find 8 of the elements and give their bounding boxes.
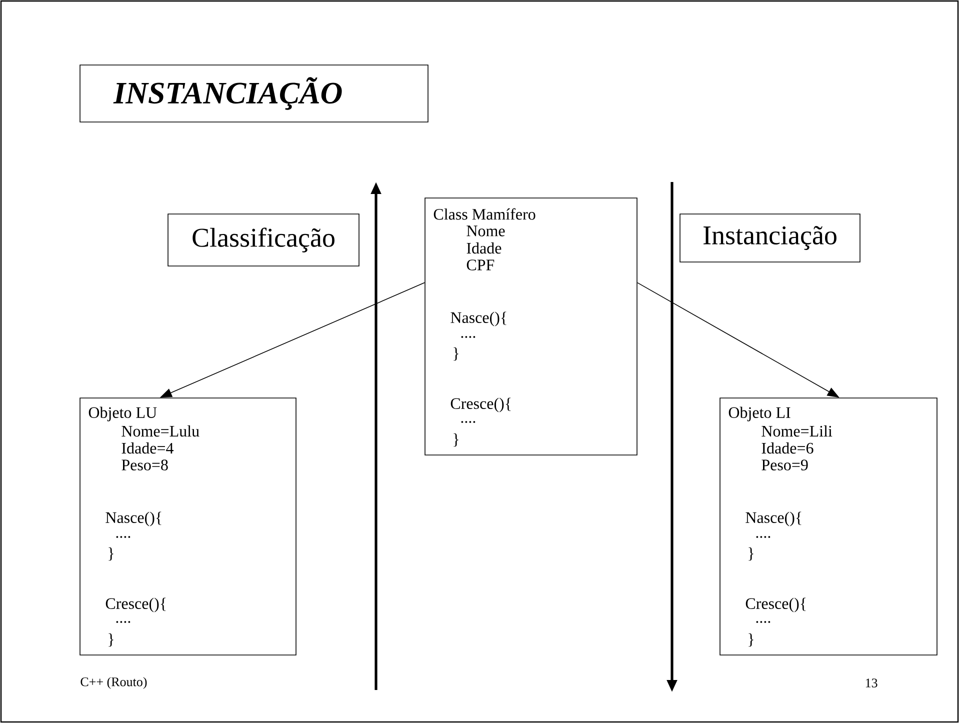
class-box: Class Mamífero Nome Idade CPF Nasce(){ .... } Cresce(){ .... } (424, 198, 638, 456)
label-box: Classificação (168, 214, 360, 266)
footer-text: C++ (Routo) (80, 677, 147, 689)
page-number: 13 (866, 678, 878, 688)
title-box: INSTANCIAÇÃO (80, 64, 428, 122)
object-box: Objeto LI Nome=Lili Idade=6 Peso=9 Nasce(){ .... } Cresce(){ .... } (720, 398, 938, 656)
object-box: Objeto LU Nome=Lulu Idade=4 Peso=8 Nasce(){ .... } Cresce(){ .... } (80, 398, 296, 656)
label-box: Instanciação (680, 214, 860, 262)
